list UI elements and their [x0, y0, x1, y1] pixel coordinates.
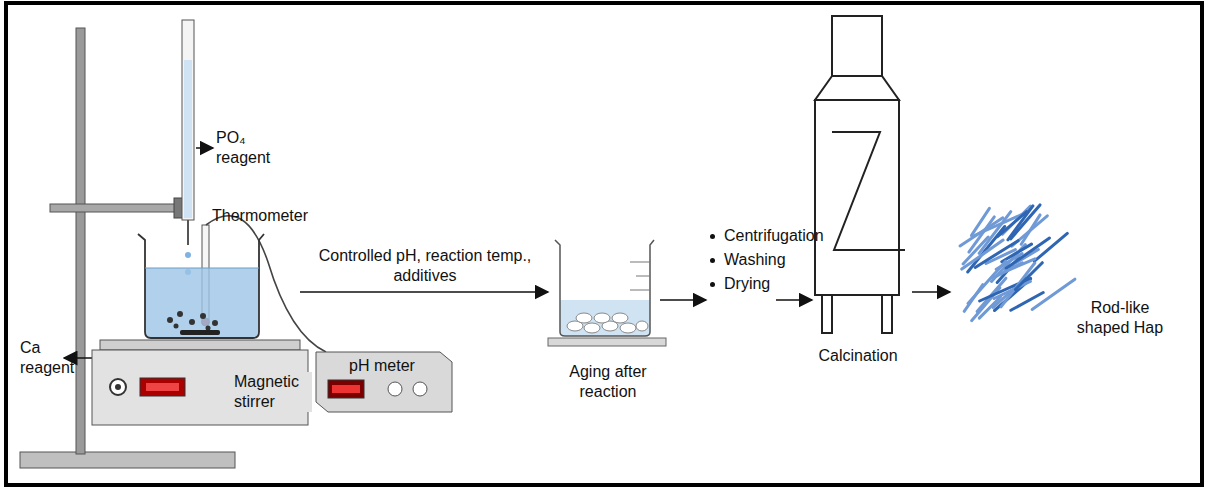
text-label: Calcination	[798, 346, 918, 366]
bullet	[710, 234, 715, 239]
ph-meter	[316, 352, 452, 412]
flow-arrow	[300, 291, 548, 293]
text-label: Rod-like shaped Hap	[1070, 298, 1170, 338]
calcination-furnace	[815, 16, 905, 333]
rod	[972, 208, 990, 235]
rod	[964, 285, 983, 312]
rod	[1008, 206, 1033, 240]
rod	[963, 237, 988, 264]
text-label: Magnetic stirrer	[232, 372, 312, 412]
text-label: Aging after reaction	[548, 362, 668, 402]
text-label: Controlled pH, reaction temp., additives	[305, 246, 545, 286]
text-label: Thermometer	[212, 206, 322, 226]
bullet	[710, 282, 715, 287]
text-label: Ca reagent	[20, 338, 82, 378]
aging-beaker	[548, 240, 666, 346]
rod-like-hap	[960, 205, 1075, 321]
text-label: Centrifugation	[724, 226, 844, 246]
rod	[994, 281, 1030, 298]
text-label: Drying	[724, 274, 844, 294]
text-label: Washing	[724, 250, 844, 270]
rod	[1015, 263, 1042, 290]
rod	[1034, 233, 1067, 261]
reaction-beaker	[64, 234, 264, 358]
flow-arrow	[776, 299, 812, 301]
flow-arrow	[660, 299, 706, 301]
frame	[6, 3, 1202, 485]
flow-arrow	[912, 291, 950, 293]
text-label: PO₄ reagent	[216, 128, 286, 168]
rod	[996, 254, 1022, 270]
bullet	[710, 258, 715, 263]
text-label: pH meter	[322, 356, 442, 376]
rod	[1011, 293, 1043, 311]
